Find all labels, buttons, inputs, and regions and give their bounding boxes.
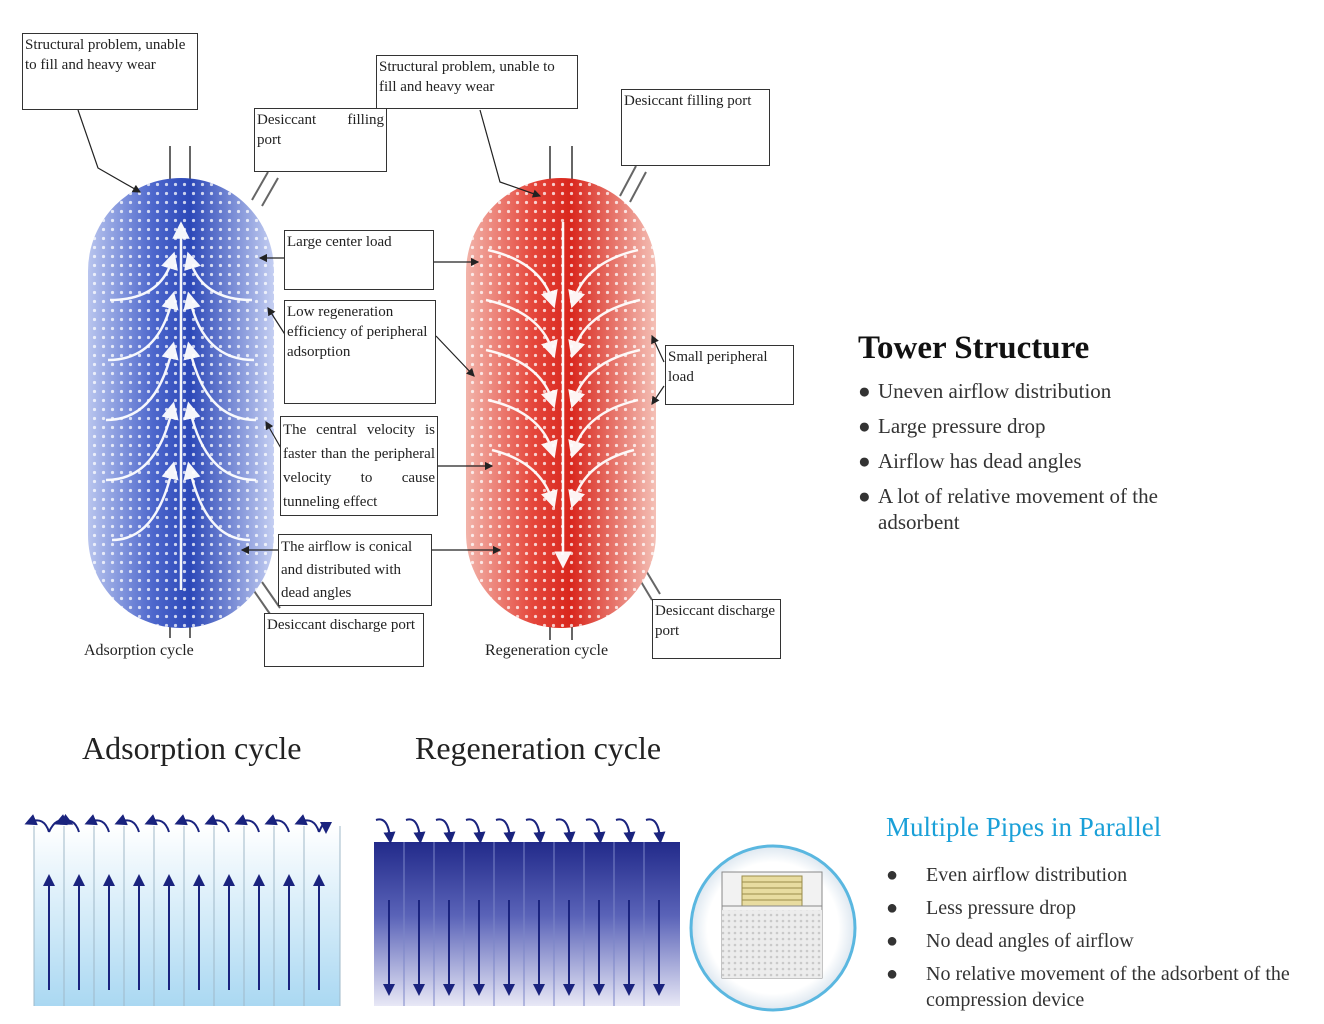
list-item: ●Even airflow distribution xyxy=(886,864,1128,886)
tower-pipes xyxy=(169,146,661,640)
list-item: ●Less pressure drop xyxy=(886,897,1076,919)
list-item: ●Large pressure drop xyxy=(858,414,1046,438)
bullet-icon: ● xyxy=(858,449,871,473)
bullet-icon: ● xyxy=(886,930,899,952)
adsorption-tower xyxy=(88,178,274,628)
list-item: ●No dead angles of airflow xyxy=(886,930,1134,952)
regeneration-cycle-title: Regeneration cycle xyxy=(415,730,662,766)
callout-discharge-left: Desiccant discharge port xyxy=(264,613,424,667)
callout-low-regeneration: Low regeneration efficiency of periphera… xyxy=(284,300,436,404)
adsorption-pipes-panel xyxy=(24,813,341,1006)
callout-filling-left: Desiccant filling port xyxy=(254,108,387,172)
callout-leaders xyxy=(77,109,665,555)
bullet-icon: ● xyxy=(886,897,899,919)
compression-device-illustration xyxy=(689,844,857,1012)
bullet-icon: ● xyxy=(886,864,899,886)
callout-large-center-load: Large center load xyxy=(284,230,434,290)
callout-discharge-right: Desiccant discharge port xyxy=(652,599,781,659)
callout-central-velocity: The central velocity is faster than the … xyxy=(280,416,438,516)
list-item: ●A lot of relative movement of the adsor… xyxy=(858,484,1158,534)
bullet-icon: ● xyxy=(858,484,871,508)
regeneration-pipes-panel xyxy=(374,818,680,1006)
callout-structural-left: Structural problem, unable to fill and h… xyxy=(22,33,198,110)
bullet-icon: ● xyxy=(886,963,899,985)
callout-structural-right: Structural problem, unable to fill and h… xyxy=(376,55,578,109)
callout-filling-right: Desiccant filling port xyxy=(621,89,770,166)
bullet-icon: ● xyxy=(858,414,871,438)
list-item: ●No relative movement of the adsorbent o… xyxy=(886,963,1290,1011)
label-adsorption-cycle: Adsorption cycle xyxy=(84,642,194,659)
list-item: ●Uneven airflow distribution xyxy=(858,379,1112,403)
list-item: ●Airflow has dead angles xyxy=(858,449,1082,473)
bullet-icon: ● xyxy=(858,379,871,403)
parallel-pipes-title: Multiple Pipes in Parallel xyxy=(886,812,1162,842)
parallel-pipes-list: ●Even airflow distribution ●Less pressur… xyxy=(886,862,1318,1020)
regeneration-tower xyxy=(466,178,656,628)
adsorption-cycle-title: Adsorption cycle xyxy=(82,730,302,766)
callout-conical-airflow: The airflow is conical and distributed w… xyxy=(278,534,432,606)
tower-structure-title: Tower Structure xyxy=(858,330,1090,366)
callout-small-peripheral: Small peripheral load xyxy=(665,345,794,405)
label-regeneration-cycle: Regeneration cycle xyxy=(485,642,609,659)
tower-structure-list: ●Uneven airflow distribution ●Large pres… xyxy=(858,378,1188,544)
